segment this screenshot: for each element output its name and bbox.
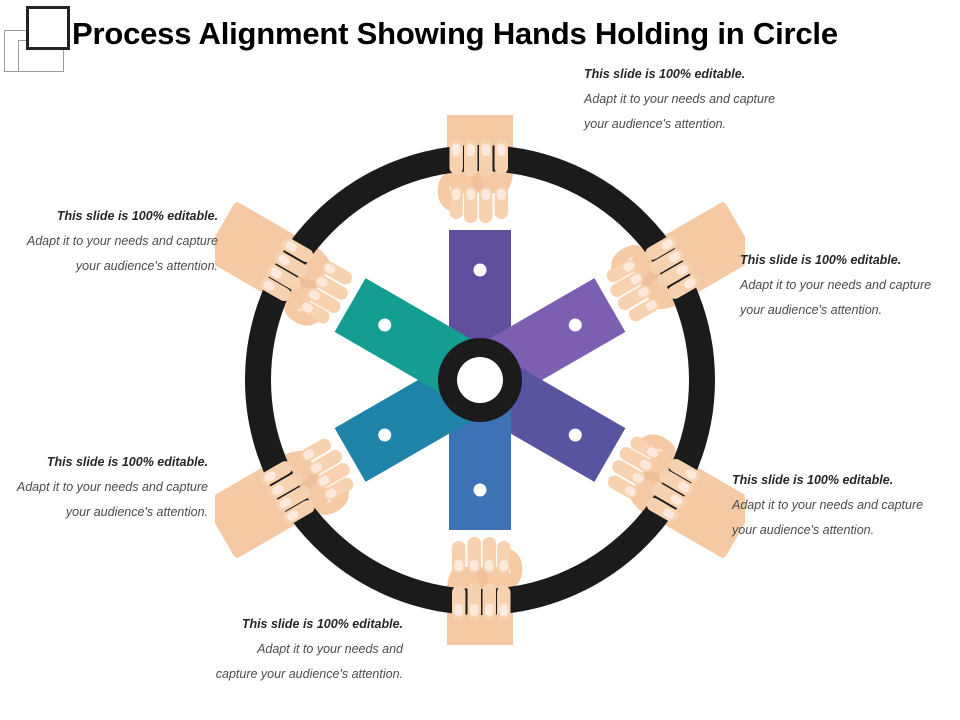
callout-lead: This slide is 100% editable.	[732, 473, 894, 487]
spoke-bottom-dot	[473, 483, 487, 497]
callout-bottom-right: This slide is 100% editable. Adapt it to…	[732, 468, 937, 543]
callout-top-right: This slide is 100% editable. Adapt it to…	[584, 62, 789, 137]
spoke-upper-left-dot	[378, 318, 392, 332]
callout-lead: This slide is 100% editable.	[46, 455, 208, 469]
callout-body: Adapt it to your needs and capture your …	[215, 642, 403, 681]
hands-holding-circle-diagram	[215, 115, 745, 645]
callout-body: Adapt it to your needs and capture your …	[16, 480, 208, 519]
callout-lead: This slide is 100% editable.	[584, 67, 746, 81]
spoke-lower-right-dot	[568, 428, 582, 442]
callout-middle-right: This slide is 100% editable. Adapt it to…	[740, 248, 945, 323]
brand-logo	[4, 4, 76, 72]
callout-body: Adapt it to your needs and capture your …	[26, 234, 218, 273]
callout-lead: This slide is 100% editable.	[56, 209, 218, 223]
callout-lead: This slide is 100% editable.	[241, 617, 403, 631]
spoke-upper-right-dot	[568, 318, 582, 332]
spoke-top-dot	[473, 263, 487, 277]
spoke-lower-left-dot	[378, 428, 392, 442]
callout-body: Adapt it to your needs and capture your …	[584, 92, 776, 131]
gripping-fingers-group	[259, 140, 701, 620]
callout-body: Adapt it to your needs and capture your …	[732, 498, 924, 537]
callout-body: Adapt it to your needs and capture your …	[740, 278, 932, 317]
page-title: Process Alignment Showing Hands Holding …	[72, 16, 838, 51]
hub-inner-hole	[457, 357, 503, 403]
callout-lead: This slide is 100% editable.	[740, 253, 902, 267]
callout-bottom-left: This slide is 100% editable. Adapt it to…	[213, 612, 403, 687]
callout-top-left: This slide is 100% editable. Adapt it to…	[22, 204, 218, 279]
callout-middle-left: This slide is 100% editable. Adapt it to…	[12, 450, 208, 525]
logo-square-front	[26, 6, 70, 50]
